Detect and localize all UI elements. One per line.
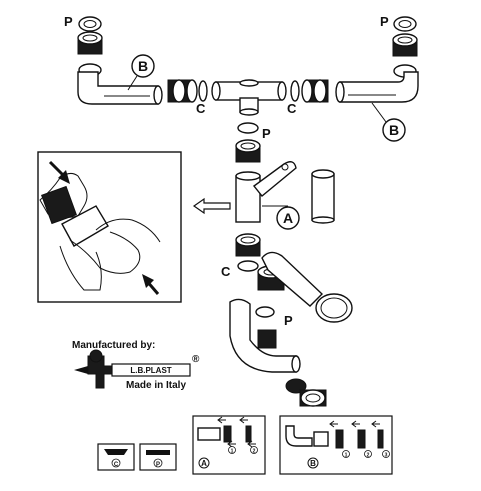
legend-panel-b: 1 2 3 B [279,415,393,475]
label-p-top-left: P [64,14,73,29]
label-b-right: B [371,102,406,142]
label-c-left: C [196,101,206,116]
nut-bottom [299,389,327,407]
label-a: A [276,206,300,230]
registered-mark: ® [192,354,200,365]
top-left-seal-group: P [64,14,103,77]
label-p-top-right: P [380,14,389,29]
svg-text:2: 2 [367,453,370,459]
label-p-lower: P [284,313,293,328]
top-right-seal-group: P [380,14,418,78]
vertical-pipe-a [235,161,297,223]
bent-pipe-left [77,71,163,105]
nut-lower [235,233,261,257]
manufactured-by-text: Manufactured by: [72,340,155,351]
gasket-c-left [198,80,208,102]
label-c-right: C [287,101,297,116]
legend-caption-a: A [201,459,207,468]
trap-body [229,298,301,373]
svg-text:B: B [138,58,148,74]
legend-panel-a: 1 2 A [192,415,266,475]
svg-text:A: A [283,210,293,226]
logo-mark-icon [87,355,131,389]
gasket-c-lower [237,260,259,272]
label-c-lower: C [221,264,231,279]
nut-center [235,139,261,163]
gasket-c-right [290,80,300,102]
svg-text:P: P [156,462,160,468]
nut-top-left [77,31,103,55]
tee-joint [211,79,287,116]
brand-name-text: L.B.PLAST [130,366,171,375]
legend-box-c: C [97,443,135,471]
svg-text:3: 3 [385,453,388,459]
nut-top-right [392,33,418,57]
made-in-italy-text: Made in Italy [126,380,186,391]
legend-box-p: P [139,443,177,471]
gasket-p-center [237,122,259,134]
svg-text:B: B [389,122,399,138]
hand-illustration-panel [37,151,182,303]
svg-text:C: C [114,462,119,468]
legend-caption-b: B [310,459,316,468]
nut-left-c [167,79,198,103]
svg-text:1: 1 [345,453,348,459]
manufacturer-logo: Manufactured by: L.B.PLAST ® Made in Ita… [72,340,200,391]
bent-pipe-right [335,71,419,103]
left-arrow-icon [192,197,231,215]
label-p-center: P [262,126,271,141]
elbow-pipe-upper [261,251,353,323]
nut-right-c [301,79,329,103]
spare-tube [311,169,335,224]
gasket-ring [78,16,102,32]
label-b-left: B [127,54,155,91]
svg-text:2: 2 [253,449,256,455]
svg-text:1: 1 [231,449,234,455]
